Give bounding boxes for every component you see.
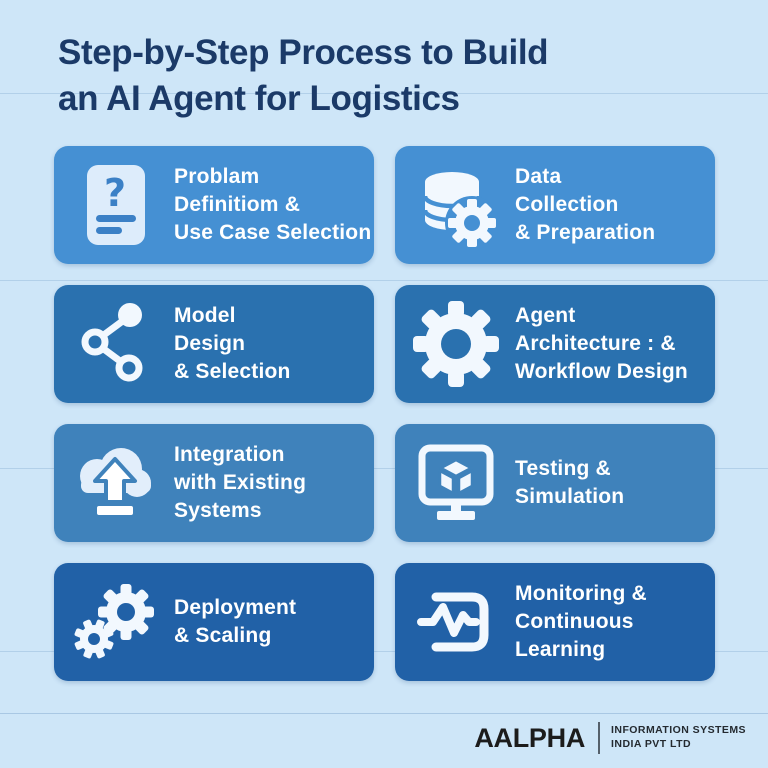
monitor-cube-icon [409, 433, 503, 533]
card-line: Workflow Design [515, 359, 688, 383]
database-gear-icon [409, 155, 503, 255]
card-title: Problam Definitiom & Use Case Selection [174, 163, 371, 247]
card-line: Design [174, 332, 246, 356]
card-line: Agent [515, 304, 576, 328]
card-line: Definitiom & [174, 193, 301, 217]
card-deployment: Deployment & Scaling [54, 563, 374, 681]
svg-text:?: ? [104, 171, 126, 215]
card-line: Continuous [515, 610, 634, 634]
card-title: Model Design & Selection [174, 302, 291, 386]
card-data-collection: Data Collection & Preparation [395, 146, 715, 264]
brand-tagline-line1: INFORMATION SYSTEMS [611, 724, 746, 737]
brand-tagline: INFORMATION SYSTEMS INDIA PVT LTD [611, 724, 746, 751]
card-line: Systems [174, 498, 262, 522]
steps-grid: ? Problam Definitiom & Use Case Selectio… [54, 146, 715, 681]
card-title: Data Collection & Preparation [515, 163, 655, 247]
card-title: Deployment & Scaling [174, 594, 296, 650]
ruled-line [0, 468, 768, 469]
card-line: Collection [515, 193, 619, 217]
card-line: Deployment [174, 596, 297, 620]
card-title: Integration with Existing Systems [174, 441, 306, 525]
card-line: Monitoring & [515, 582, 647, 606]
card-line: Integration [174, 443, 285, 467]
footer-divider [598, 722, 601, 754]
ruled-line [0, 713, 768, 714]
card-line: Problam [174, 165, 260, 189]
card-agent-architecture: Agent Architecture : & Workflow Design [395, 285, 715, 403]
card-line: & Selection [174, 359, 291, 383]
card-line: Testing & [515, 457, 611, 481]
card-line: Simulation [515, 485, 625, 508]
card-problem-definition: ? Problam Definitiom & Use Case Selectio… [54, 146, 374, 264]
card-monitoring: Monitoring & Continuous Learning [395, 563, 715, 681]
card-line: Learning [515, 637, 606, 661]
card-line: with Existing [174, 471, 307, 495]
ruled-line [0, 280, 768, 281]
pulse-monitor-icon [409, 572, 503, 672]
card-line: Model [174, 304, 236, 328]
footer-brand: AALPHA INFORMATION SYSTEMS INDIA PVT LTD [474, 722, 746, 754]
ruled-line [0, 93, 768, 94]
card-line: Data [515, 165, 562, 189]
brand-name: AALPHA [474, 722, 586, 753]
card-title: Agent Architecture : & Workflow Design [515, 302, 688, 386]
card-integration: Integration with Existing Systems [54, 424, 374, 542]
question-document-icon: ? [68, 155, 162, 255]
card-title: Monitoring & Continuous Learning [515, 580, 647, 664]
gear-icon [409, 294, 503, 394]
cloud-upload-icon [68, 433, 162, 533]
card-line: Use Case Selection [174, 220, 372, 244]
share-nodes-icon [68, 294, 162, 394]
card-testing: Testing & Simulation [395, 424, 715, 542]
card-title: Testing & Simulation [515, 455, 624, 511]
card-model-design: Model Design & Selection [54, 285, 374, 403]
card-line: Architecture : & [515, 332, 676, 356]
page-title-line2: an AI Agent for Logistics [58, 79, 460, 119]
card-line: & Scaling [174, 624, 272, 647]
page-title-line1: Step-by-Step Process to Build [58, 33, 549, 72]
ruled-line [0, 651, 768, 652]
card-line: & Preparation [515, 220, 656, 244]
page-title: Step-by-Step Process to Build an AI Agen… [58, 30, 718, 122]
brand-tagline-line2: INDIA PVT LTD [611, 738, 691, 750]
double-gears-icon [68, 572, 162, 672]
